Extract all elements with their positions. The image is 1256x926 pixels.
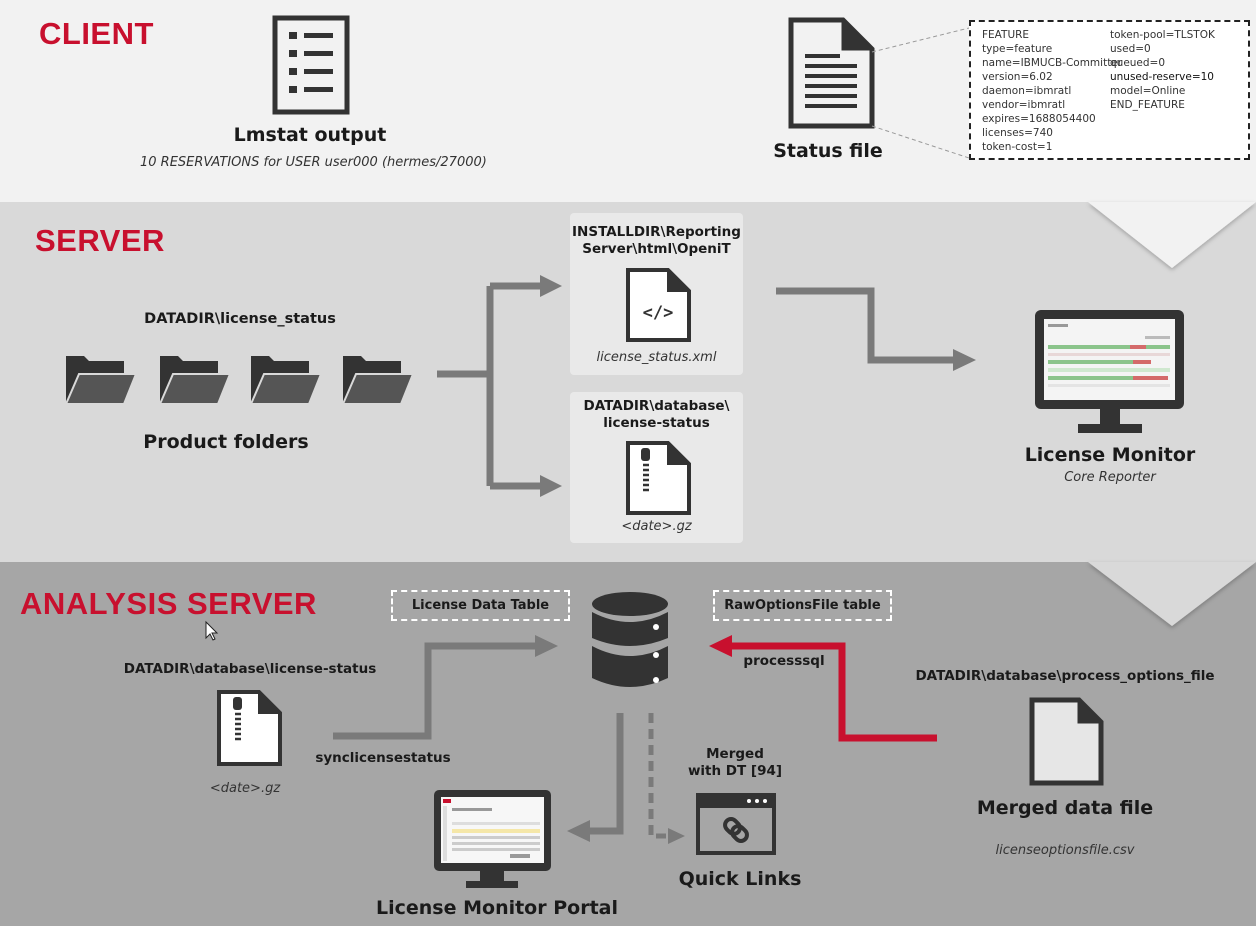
section-title-server: SERVER <box>35 223 165 258</box>
portal-label: License Monitor Portal <box>376 897 618 919</box>
folder-icon <box>249 356 323 405</box>
status-line: FEATURE <box>982 29 1030 41</box>
status-line: daemon=ibmratl <box>982 85 1072 97</box>
server-chevron <box>1088 562 1256 626</box>
status-file-lines-left: FEATURE type=feature name=IBMUCB-Committ… <box>982 28 1122 154</box>
portal-monitor-icon <box>434 790 551 888</box>
status-line: name=IBMUCB-Committer <box>982 57 1123 69</box>
status-line: used=0 <box>1110 43 1151 55</box>
merged-file-icon <box>1029 697 1104 786</box>
merged-file-title: Merged data file <box>976 797 1154 819</box>
status-line: licenses=740 <box>982 127 1053 139</box>
sync-label: synclicensestatus <box>315 750 451 766</box>
merged-dt-line1: Merged <box>706 746 764 762</box>
license-monitor-title: License Monitor <box>1024 444 1196 466</box>
quick-links-arrow <box>648 713 668 839</box>
status-line: vendor=ibmratl <box>982 99 1066 111</box>
client-chevron <box>1088 202 1256 268</box>
lmstat-subtitle: 10 RESERVATIONS for USER user000 (hermes… <box>140 155 487 170</box>
folder-icon <box>158 356 232 405</box>
processsql-label: processsql <box>743 653 825 669</box>
fork-arrow <box>437 282 542 490</box>
status-file-content: FEATURE type=feature name=IBMUCB-Committ… <box>969 20 1250 160</box>
portal-arrow <box>588 713 624 835</box>
elbow-arrow <box>776 287 955 364</box>
section-title-client: CLIENT <box>39 16 154 51</box>
svg-text:</>: </> <box>643 303 674 323</box>
database-icon <box>592 592 668 687</box>
status-line: model=Online <box>1110 85 1186 97</box>
arrow-head <box>540 475 562 497</box>
raw-options-table-label: RawOptionsFile table <box>713 590 892 621</box>
arrow-head <box>535 635 558 657</box>
merged-dt-line2: with DT [94] <box>687 763 783 779</box>
status-line: token-pool=TLSTOK <box>1110 29 1215 41</box>
callout-line-top <box>871 27 970 53</box>
code-file-icon: </> <box>626 268 691 342</box>
product-folders-label: Product folders <box>143 431 309 453</box>
processsql-arrow <box>730 642 937 742</box>
status-line: unused-reserve=10 <box>1110 71 1214 83</box>
xml-card-path-line1: INSTALLDIR\Reporting <box>572 224 741 240</box>
datadir-license-status-label: DATADIR\license_status <box>144 311 336 327</box>
folder-icon <box>64 356 138 405</box>
arrow-head <box>540 275 562 297</box>
gz-card-file: <date>.gz <box>621 519 692 534</box>
arrow-head <box>567 820 590 842</box>
xml-card-file: license_status.xml <box>596 350 717 365</box>
zip-file-icon <box>626 441 691 515</box>
lmstat-title: Lmstat output <box>233 124 387 146</box>
status-file-title: Status file <box>773 140 883 162</box>
status-line: type=feature <box>982 43 1053 55</box>
license-monitor-subtitle: Core Reporter <box>1064 470 1156 485</box>
mouse-cursor-icon <box>205 620 219 641</box>
document-icon <box>788 17 875 129</box>
gz-card-path-line2: license-status <box>603 415 710 431</box>
section-title-analysis: ANALYSIS SERVER <box>20 586 317 621</box>
status-line: END_FEATURE <box>1110 99 1185 111</box>
status-line: queued=0 <box>1110 57 1166 69</box>
status-line: expires=1688054400 <box>982 113 1096 125</box>
status-file-lines-right: token-pool=TLSTOK used=0 queued=0 unused… <box>1110 28 1215 112</box>
zip-file-icon <box>217 690 282 766</box>
monitor-icon <box>1035 310 1184 433</box>
gz-card-path-line1: DATADIR\database\ <box>583 398 730 414</box>
link-window-icon <box>696 793 776 855</box>
folder-icon-group <box>64 356 415 405</box>
xml-card-path-line2: Server\html\OpeniT <box>582 241 731 257</box>
folder-icon <box>341 356 415 405</box>
list-document-icon <box>272 15 350 115</box>
status-line: version=6.02 <box>982 71 1053 83</box>
arrow-head <box>668 828 685 844</box>
arrow-head <box>953 349 976 371</box>
sync-arrow <box>333 642 537 740</box>
quick-links-label: Quick Links <box>678 868 802 890</box>
options-dir-label: DATADIR\database\process_options_file <box>915 668 1215 684</box>
status-line: token-cost=1 <box>982 141 1053 153</box>
merged-file-name: licenseoptionsfile.csv <box>995 843 1135 858</box>
analysis-source-file: <date>.gz <box>209 781 281 796</box>
analysis-source-label: DATADIR\database\license-status <box>123 661 377 677</box>
arrow-head <box>709 635 732 657</box>
license-data-table-label: License Data Table <box>391 590 570 621</box>
callout-line-bottom <box>871 125 970 159</box>
